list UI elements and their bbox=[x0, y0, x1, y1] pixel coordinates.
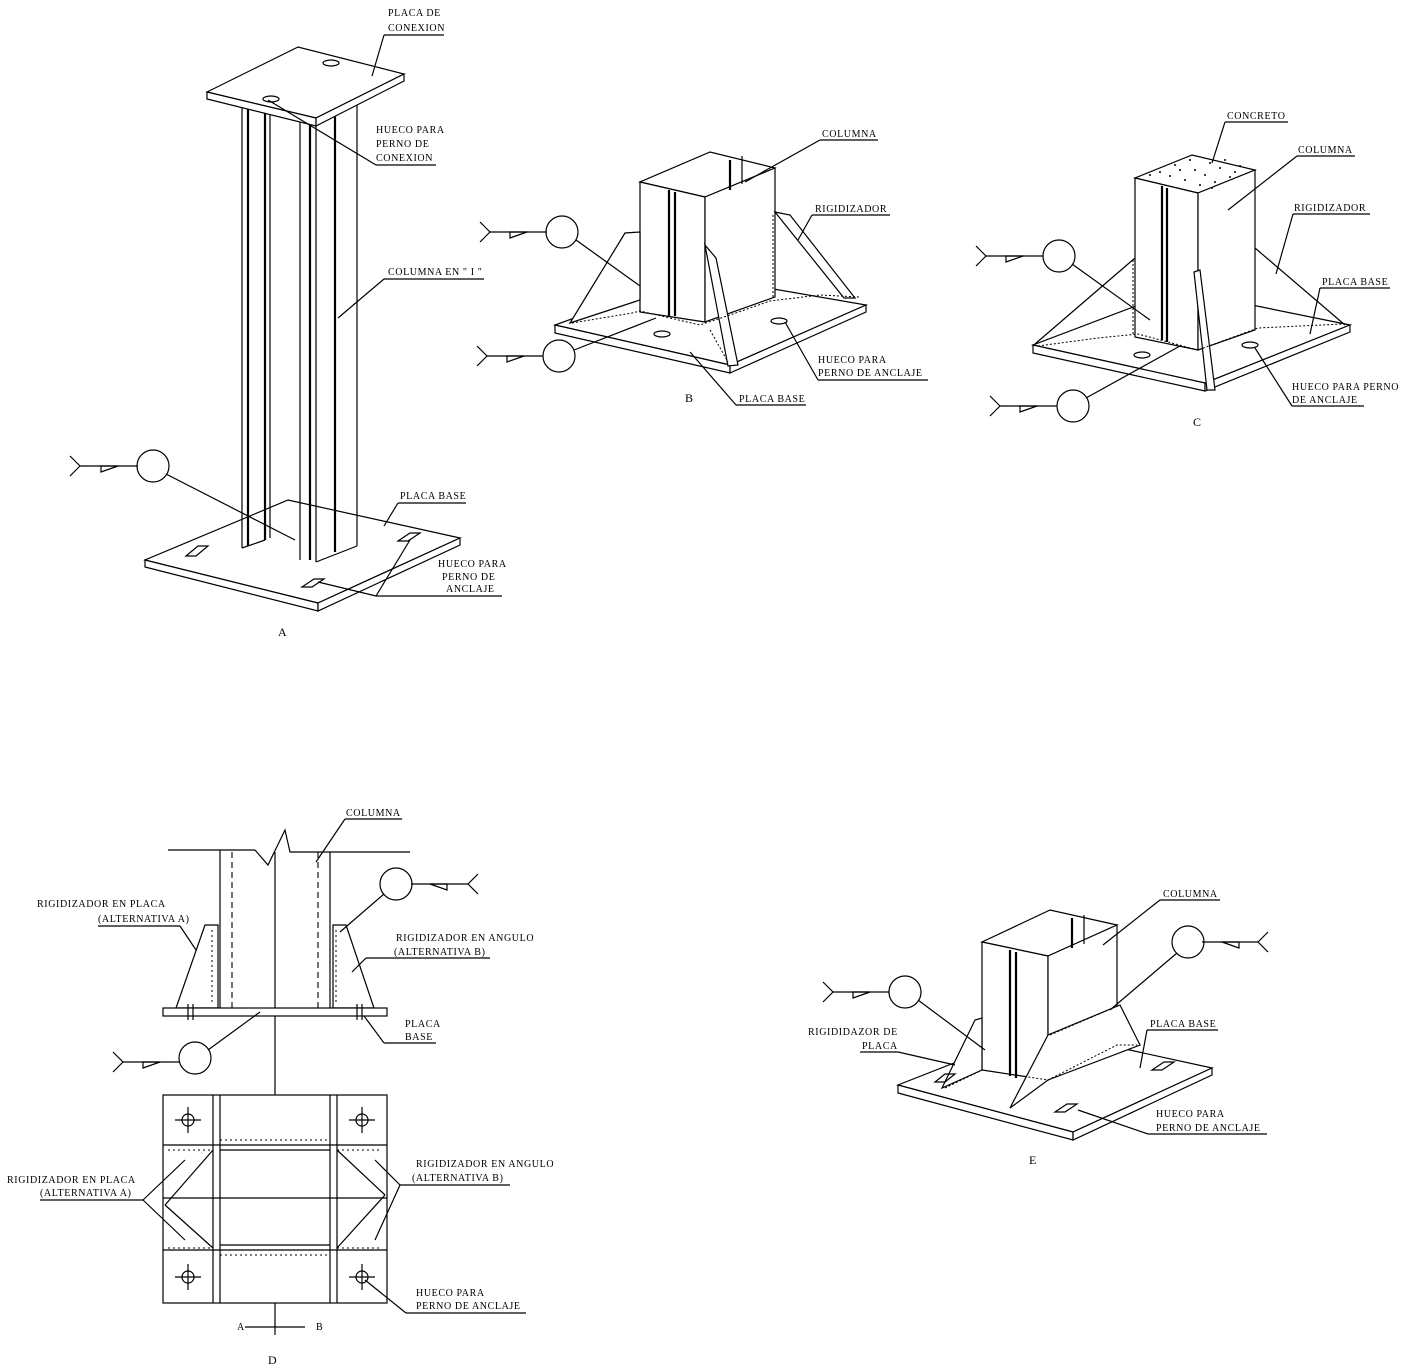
figure-a-caption: A bbox=[278, 625, 287, 639]
figure-e-label-columna: COLUMNA bbox=[1163, 889, 1218, 900]
figure-d-label-rig-placa: (ALTERNATIVA A) bbox=[98, 914, 190, 925]
figure-a-i-column bbox=[241, 100, 358, 563]
figure-d-label-columna: COLUMNA bbox=[346, 808, 401, 819]
figure-c-column bbox=[1133, 154, 1257, 351]
figure-e-caption: E bbox=[1029, 1153, 1036, 1167]
figure-a-anchor-hole bbox=[184, 545, 210, 557]
figure-d-label-hueco: PERNO DE ANCLAJE bbox=[416, 1301, 521, 1312]
figure-a-label-hueco-conexion: PERNO DE bbox=[376, 139, 429, 150]
figure-c-anchor-hole bbox=[1241, 341, 1259, 349]
figure-d-anchor-hole-marks bbox=[175, 1107, 375, 1290]
figure-c-concrete-fill bbox=[1149, 159, 1241, 189]
figure-e-label-hueco: PERNO DE ANCLAJE bbox=[1156, 1123, 1261, 1134]
figure-d-label-rig-placa-plan: (ALTERNATIVA A) bbox=[40, 1188, 132, 1199]
figure-c-label-hueco: DE ANCLAJE bbox=[1292, 395, 1358, 406]
figure-e-weld-symbol bbox=[822, 975, 986, 1051]
figure-d-label-rig-angulo: (ALTERNATIVA B) bbox=[394, 947, 486, 958]
figure-e-label-hueco: HUECO PARA bbox=[1156, 1109, 1225, 1120]
figure-a-label-hueco-anclaje: PERNO DE bbox=[442, 572, 495, 583]
figure-d-label-rig-placa-plan: RIGIDIZADOR EN PLACA bbox=[7, 1175, 136, 1186]
figure-e-stiffeners bbox=[940, 1004, 1141, 1109]
figure-c-stiffeners bbox=[1034, 247, 1346, 391]
figure-c-anchor-hole bbox=[1133, 351, 1151, 359]
figure-d-label-placa-base: BASE bbox=[405, 1032, 433, 1043]
figure-c-label-hueco: HUECO PARA PERNO bbox=[1292, 382, 1399, 393]
figure-a: PLACA DE CONEXION HUECO PARA PERNO DE CO… bbox=[69, 8, 507, 639]
figure-b-column bbox=[638, 151, 777, 323]
figure-e-anchor-hole bbox=[933, 1073, 957, 1083]
figure-c-weld-symbol bbox=[975, 239, 1151, 321]
figure-a-label-placa-base: PLACA BASE bbox=[400, 491, 466, 502]
figure-b-label-columna: COLUMNA bbox=[822, 129, 877, 140]
figure-a-label-hueco-anclaje: ANCLAJE bbox=[446, 584, 495, 595]
figure-b: COLUMNA RIGIDIZADOR HUECO PARA PERNO DE … bbox=[476, 129, 928, 406]
figure-b-caption: B bbox=[685, 391, 693, 405]
figure-e: COLUMNA RIGIDIDAZOR DE PLACA PLACA BASE … bbox=[808, 889, 1269, 1167]
figure-a-label-hueco-conexion: CONEXION bbox=[376, 153, 433, 164]
figure-b-weld-symbol bbox=[479, 215, 641, 287]
figure-b-weld-symbol bbox=[476, 317, 657, 373]
figure-b-anchor-hole bbox=[770, 317, 788, 325]
figure-d-section-b: B bbox=[316, 1322, 323, 1333]
figure-d-label-hueco: HUECO PARA bbox=[416, 1288, 485, 1299]
figure-d-weld-symbol bbox=[339, 867, 479, 933]
figure-a-anchor-hole bbox=[396, 532, 422, 542]
figure-a-weld-symbol bbox=[69, 449, 296, 541]
figure-c-weld-symbol bbox=[989, 345, 1181, 423]
figure-e-label-rigidizador: RIGIDIDAZOR DE bbox=[808, 1027, 898, 1038]
figure-a-label-hueco-conexion: HUECO PARA bbox=[376, 125, 445, 136]
figure-a-label-placa-conexion: CONEXION bbox=[388, 23, 445, 34]
figure-e-anchor-hole bbox=[1053, 1103, 1079, 1113]
figure-a-label-hueco-anclaje: HUECO PARA bbox=[438, 559, 507, 570]
figure-a-bolt-hole bbox=[322, 59, 340, 67]
figure-d-caption: D bbox=[268, 1353, 277, 1367]
figure-b-label-rigidizador: RIGIDIZADOR bbox=[815, 204, 887, 215]
figure-d-label-rig-angulo-plan: (ALTERNATIVA B) bbox=[412, 1173, 504, 1184]
figure-e-weld-symbol bbox=[1109, 925, 1269, 1011]
figure-c-label-columna: COLUMNA bbox=[1298, 145, 1353, 156]
figure-d-label-rig-angulo: RIGIDIZADOR EN ANGULO bbox=[396, 933, 534, 944]
figure-c-caption: C bbox=[1193, 415, 1201, 429]
figure-a-label-columna-i: COLUMNA EN " I " bbox=[388, 267, 482, 278]
figure-d-section-a: A bbox=[237, 1322, 245, 1333]
figure-d-weld-symbol bbox=[112, 1011, 261, 1075]
figure-a-connection-plate bbox=[205, 46, 406, 127]
figure-c-label-placa-base: PLACA BASE bbox=[1322, 277, 1388, 288]
figure-b-label-hueco: PERNO DE ANCLAJE bbox=[818, 368, 923, 379]
figure-d-label-placa-base: PLACA bbox=[405, 1019, 441, 1030]
figure-b-stiffeners bbox=[568, 211, 857, 367]
figure-e-anchor-hole bbox=[1150, 1061, 1176, 1071]
figure-c: CONCRETO COLUMNA RIGIDIZADOR PLACA BASE … bbox=[975, 111, 1399, 429]
figure-b-anchor-hole bbox=[653, 330, 671, 338]
figure-e-label-placa-base: PLACA BASE bbox=[1150, 1019, 1216, 1030]
figure-a-label-placa-conexion: PLACA DE bbox=[388, 8, 441, 19]
figure-e-label-rigidizador: PLACA bbox=[862, 1041, 898, 1052]
figure-c-label-concreto: CONCRETO bbox=[1227, 111, 1286, 122]
figure-b-label-placa-base: PLACA BASE bbox=[739, 394, 805, 405]
figure-d: COLUMNA RIGIDIZADOR EN PLACA (ALTERNATIV… bbox=[7, 808, 554, 1367]
figure-b-label-hueco: HUECO PARA bbox=[818, 355, 887, 366]
figure-d-plan bbox=[162, 1094, 388, 1328]
figure-d-elevation bbox=[162, 828, 410, 1335]
figure-c-label-rigidizador: RIGIDIZADOR bbox=[1294, 203, 1366, 214]
figure-a-anchor-hole bbox=[300, 578, 326, 588]
figure-d-label-rig-angulo-plan: RIGIDIZADOR EN ANGULO bbox=[416, 1159, 554, 1170]
figure-d-label-rig-placa: RIGIDIZADOR EN PLACA bbox=[37, 899, 166, 910]
